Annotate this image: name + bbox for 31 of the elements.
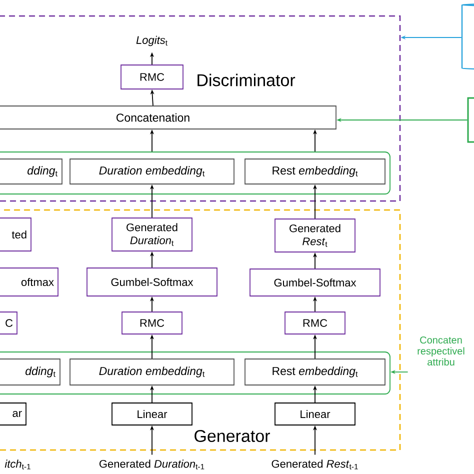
input-box	[467, 97, 474, 143]
input-label: Generated Duration$_{t-1}$	[100, 460, 204, 470]
output-box: Generated Rest$_{t}$	[274, 218, 356, 252]
gumbel-softmax-box: Gumbel-Softmax	[250, 268, 380, 296]
rmc-box: RMC	[284, 312, 346, 334]
output-label: Logits$_{t}$	[136, 36, 168, 46]
note-text: Concaten respectivel attribu	[418, 336, 464, 366]
rmc-box: RMC	[120, 64, 184, 90]
embedding-box: Duration embedding$_{t}$	[70, 158, 234, 184]
database-cylinder	[461, 3, 474, 70]
embedding-group	[0, 352, 390, 394]
embedding-box: Rest embedding$_{t}$	[244, 158, 386, 184]
region-label: Discriminator	[198, 74, 296, 86]
output-box: Generated Duration$_{t}$	[112, 218, 192, 252]
input-label: itch$_{t-1}$	[4, 460, 30, 470]
rmc-box: C	[0, 312, 18, 334]
concatenation-box: Concatenation	[0, 106, 336, 130]
output-box: ted	[0, 218, 32, 252]
linear-box: Linear	[274, 402, 356, 426]
gumbel-softmax-box: oftmax	[0, 268, 58, 296]
embedding-box: dding$_{t}$	[0, 358, 60, 386]
embedding-box: Rest embedding$_{t}$	[244, 358, 386, 386]
region-label: Generator	[194, 430, 270, 442]
input-label: Generated Rest$_{t-1}$	[272, 460, 358, 470]
gumbel-softmax-box: Gumbel-Softmax	[86, 268, 218, 296]
linear-box: Linear	[112, 402, 192, 426]
embedding-box: dding$_{t}$	[0, 158, 62, 184]
linear-box: ar	[0, 402, 26, 426]
rmc-box: RMC	[122, 312, 182, 334]
embedding-group	[0, 152, 390, 194]
embedding-box: Duration embedding$_{t}$	[70, 358, 234, 386]
